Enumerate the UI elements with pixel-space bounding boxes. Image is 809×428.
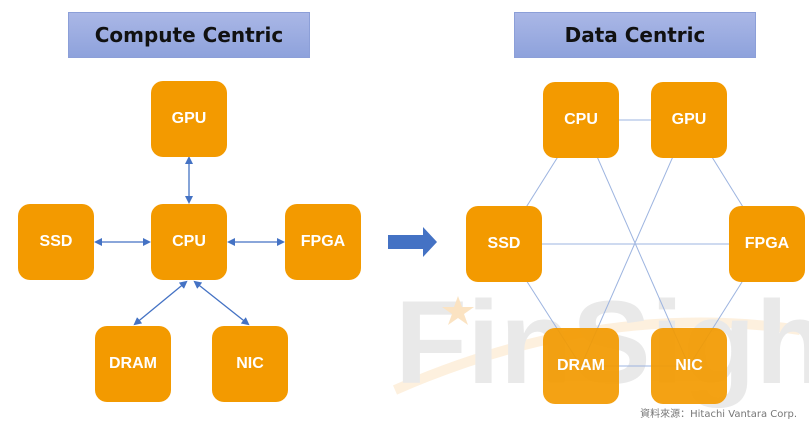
node-dram-right: DRAM [543,328,619,404]
node-nic-left: NIC [212,326,288,402]
arrow-cpu-dram [133,280,188,326]
node-dram-left: DRAM [95,326,171,402]
node-ssd-left: SSD [18,204,94,280]
data-centric-title: Data Centric [514,12,756,58]
link-gpu-dram [580,119,690,367]
node-gpu-left: GPU [151,81,227,157]
compute-centric-title: Compute Centric [68,12,310,58]
watermark-star-icon [442,296,474,325]
node-nic-right: NIC [651,328,727,404]
node-cpu-right: CPU [543,82,619,158]
source-caption: 資料來源：Hitachi Vantara Corp. [640,409,797,420]
node-fpga-left: FPGA [285,204,361,280]
node-gpu-right: GPU [651,82,727,158]
node-ssd-right: SSD [466,206,542,282]
right-arrow-icon [388,227,437,257]
node-cpu-left: CPU [151,204,227,280]
node-fpga-right: FPGA [729,206,805,282]
arrow-cpu-nic [193,280,250,326]
